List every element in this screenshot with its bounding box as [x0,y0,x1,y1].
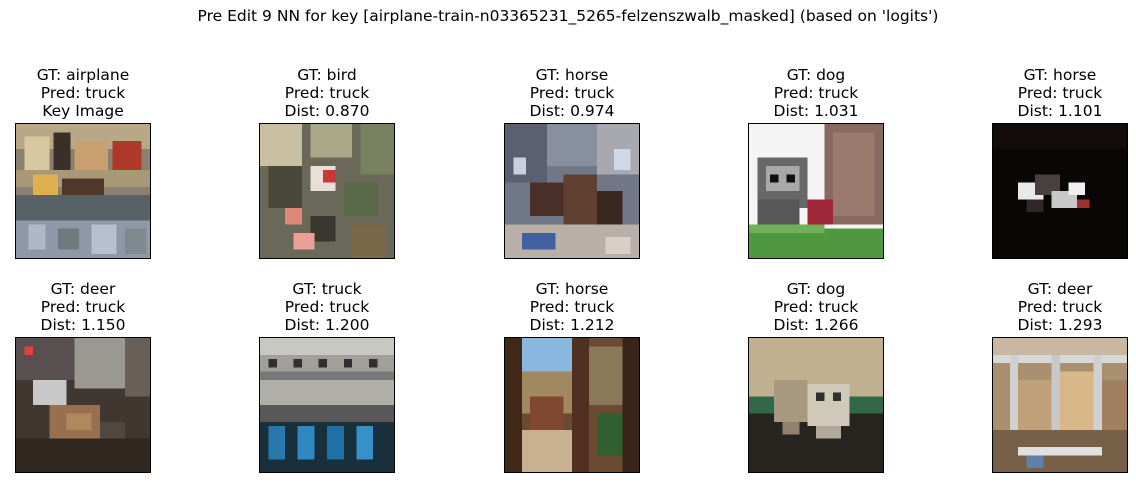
thumbnail-image [748,337,884,473]
thumbnail-image [15,123,151,259]
panel-gt-label: GT: deer [1027,280,1093,298]
panel-gt-label: GT: airplane [36,66,130,84]
panel-extra-label: Dist: 1.212 [529,316,615,334]
panel-pred-label: Pred: truck [529,84,615,102]
panel-extra-label: Dist: 1.293 [1017,316,1103,334]
panel-title: GT: truck Pred: truck Dist: 1.200 [219,280,435,334]
panel-extra-label: Dist: 1.031 [773,102,859,120]
panel-title: GT: dog Pred: truck Dist: 1.031 [708,66,924,120]
panel-pred-label: Pred: truck [40,298,126,316]
panel-pred-label: Pred: truck [284,298,370,316]
panel-title: GT: dog Pred: truck Dist: 1.266 [708,280,924,334]
panel-gt-label: GT: dog [786,66,846,84]
panel-pred-label: Pred: truck [773,84,859,102]
thumbnail-image [259,337,395,473]
panel-title: GT: horse Pred: truck Dist: 0.974 [464,66,680,120]
panel-title: GT: horse Pred: truck Dist: 1.101 [952,66,1136,120]
thumbnail-image [748,123,884,259]
panel-pred-label: Pred: truck [40,84,126,102]
panel-gt-label: GT: dog [786,280,846,298]
panel-pred-label: Pred: truck [284,84,370,102]
panel-title: GT: deer Pred: truck Dist: 1.293 [952,280,1136,334]
panel-gt-label: GT: horse [535,280,609,298]
panel-extra-label: Dist: 0.870 [284,102,370,120]
thumbnail-image [992,123,1128,259]
panel-pred-label: Pred: truck [529,298,615,316]
panel-extra-label: Dist: 1.101 [1017,102,1103,120]
panel-title: GT: bird Pred: truck Dist: 0.870 [219,66,435,120]
thumbnail-image [259,123,395,259]
panel-gt-label: GT: horse [1023,66,1097,84]
panel-pred-label: Pred: truck [1017,84,1103,102]
thumbnail-image [504,123,640,259]
panel-extra-label: Key Image [42,102,124,120]
panel-title: GT: deer Pred: truck Dist: 1.150 [0,280,191,334]
thumbnail-image [504,337,640,473]
panel-gt-label: GT: horse [535,66,609,84]
panel-gt-label: GT: truck [292,280,362,298]
panel-pred-label: Pred: truck [1017,298,1103,316]
panel-extra-label: Dist: 1.150 [40,316,126,334]
panel-gt-label: GT: deer [50,280,116,298]
panel-extra-label: Dist: 0.974 [529,102,615,120]
figure-title: Pre Edit 9 NN for key [airplane-train-n0… [197,7,939,25]
thumbnail-image [992,337,1128,473]
panel-extra-label: Dist: 1.266 [773,316,859,334]
panel-gt-label: GT: bird [297,66,357,84]
panel-title: GT: horse Pred: truck Dist: 1.212 [464,280,680,334]
thumbnail-image [15,337,151,473]
panel-title: GT: airplane Pred: truck Key Image [0,66,191,120]
panel-extra-label: Dist: 1.200 [284,316,370,334]
panel-pred-label: Pred: truck [773,298,859,316]
